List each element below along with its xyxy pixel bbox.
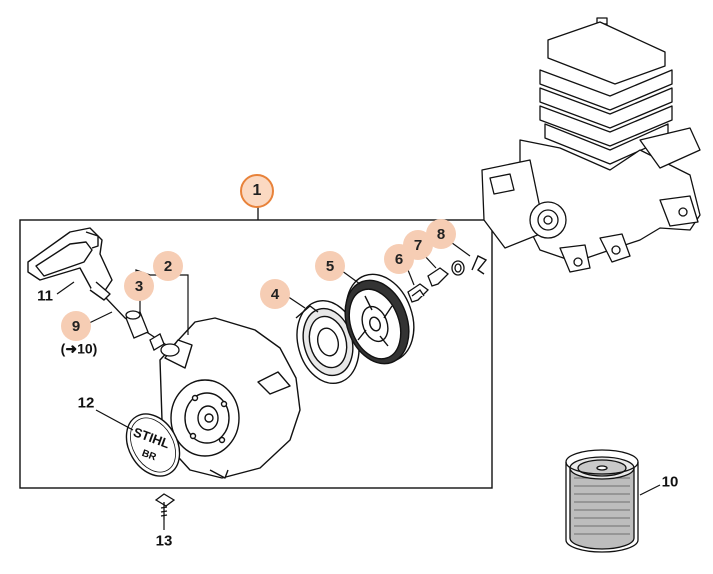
engine-block [481,17,701,273]
callout-12: 12 [77,394,95,412]
callout-2: 2 [153,251,183,281]
callout-11: 11 [37,287,53,305]
reference-note: (➜10) [60,340,98,357]
leader-12 [95,409,134,431]
spring-clip [471,255,488,275]
callout-8-label: 8 [436,225,446,243]
pawl [407,283,429,303]
leader-6 [407,269,415,286]
logo-model: BR [140,448,158,464]
pawl-2 [427,267,449,287]
rope-spool [565,449,639,553]
callout-5-label: 5 [325,257,335,275]
callout-1: 1 [240,174,274,208]
rope-rotor [344,273,415,365]
callout-7-label: 7 [413,236,423,254]
rope-guide [125,310,149,339]
callout-2-label: 2 [163,257,173,275]
rope-grommet [149,333,180,357]
callout-9-label: 9 [71,317,81,335]
callout-6-label: 6 [394,250,404,268]
callout-4-label: 4 [270,285,280,303]
callout-9: 9 [61,311,91,341]
starter-grip [27,227,113,301]
callout-3-label: 3 [134,277,144,295]
leader-4 [286,295,306,309]
starter-rope [105,297,169,347]
callout-1-label: 1 [252,182,262,199]
callout-10: 10 [661,473,679,491]
leader-10 [639,484,661,496]
leader-11 [56,281,75,295]
callout-13: 13 [155,532,173,550]
callout-4: 4 [260,279,290,309]
callout-8: 8 [426,219,456,249]
assembly-frame [19,219,493,489]
washer [451,260,465,276]
fan-housing [159,317,301,479]
logo-cover [125,413,181,477]
callout-3: 3 [124,271,154,301]
callout-5: 5 [315,251,345,281]
screw [154,493,176,520]
rewind-spring [295,299,360,385]
